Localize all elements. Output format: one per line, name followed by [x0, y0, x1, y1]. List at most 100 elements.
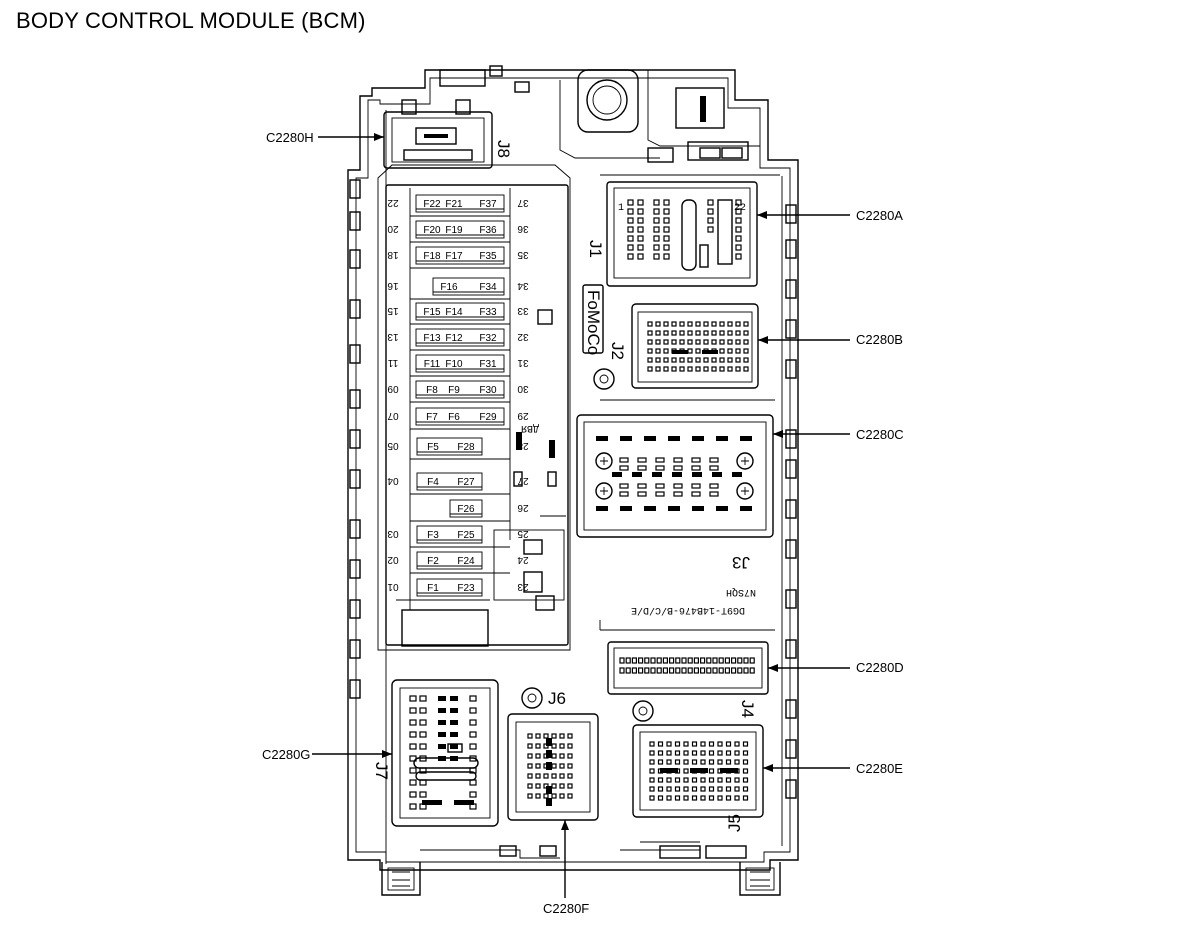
fuse-position-left: 18: [387, 249, 399, 260]
fuse-label: F23: [457, 583, 475, 594]
fuse-label: F17: [445, 251, 463, 262]
terminal-pin: [655, 357, 661, 363]
terminal-pin: [663, 217, 670, 224]
terminal-pin: [652, 472, 662, 477]
terminal-pin: [596, 506, 608, 511]
terminal-pin: [409, 779, 417, 786]
terminal-pin: [717, 741, 723, 747]
terminal-pin: [691, 465, 701, 471]
terminal-pin: [637, 457, 647, 463]
terminal-pin: [691, 795, 698, 801]
terminal-pin: [668, 667, 675, 674]
fuse-label: F32: [479, 333, 497, 344]
terminal-pin: [734, 777, 740, 783]
terminal-pin: [660, 768, 678, 773]
terminal-pin: [551, 793, 557, 799]
terminal-pin: [409, 731, 417, 738]
terminal-pin: [673, 457, 683, 463]
terminal-pin: [700, 741, 706, 747]
terminal-pin: [703, 339, 709, 345]
part-number-marking: DG9T-14B476-B/C/D/E: [631, 604, 745, 616]
fuse-slot: [416, 551, 483, 570]
terminal-pin: [707, 199, 714, 206]
terminal-pin: [730, 667, 737, 674]
fuse-position-left: 04: [387, 475, 399, 486]
terminal-pin: [708, 777, 715, 783]
terminal-pin: [619, 657, 625, 664]
terminal-pin: [637, 657, 644, 664]
terminal-pin: [637, 235, 644, 242]
terminal-pin: [692, 436, 704, 441]
terminal-pin: [637, 491, 647, 497]
terminal-pin: [653, 235, 660, 242]
terminal-pin: [637, 667, 644, 674]
terminal-pin: [409, 767, 417, 774]
terminal-pin: [655, 366, 661, 372]
connector-j6: J6: [507, 689, 599, 821]
terminal-pin: [627, 208, 634, 215]
terminal-pin: [419, 779, 427, 786]
terminal-pin: [619, 667, 625, 674]
terminal-pin: [675, 657, 681, 664]
callout-c2280d: C2280D: [856, 660, 904, 675]
terminal-pin: [732, 472, 742, 477]
terminal-pin: [671, 330, 677, 336]
terminal-pin: [559, 783, 565, 789]
terminal-pin: [703, 330, 709, 336]
terminal-pin: [469, 695, 477, 702]
fuse-position-left: 03: [387, 528, 399, 539]
terminal-pin: [727, 366, 733, 372]
terminal-pin: [673, 465, 683, 471]
fuse-position-right: 36: [517, 223, 529, 234]
terminal-pin: [663, 330, 669, 336]
callout-c2280g: C2280G: [262, 747, 310, 762]
terminal-pin: [743, 339, 749, 345]
fuse-slot: [416, 525, 483, 544]
terminal-pin: [637, 217, 644, 224]
terminal-pin: [527, 793, 533, 799]
terminal-pin: [637, 253, 644, 260]
terminal-pin: [527, 773, 533, 779]
terminal-pin: [683, 777, 689, 783]
terminal-pin: [668, 436, 680, 441]
terminal-pin: [690, 768, 708, 773]
terminal-pin: [743, 366, 749, 372]
terminal-pin: [700, 795, 706, 801]
terminal-pin: [644, 436, 656, 441]
terminal-pin: [725, 741, 732, 747]
terminal-pin: [734, 795, 740, 801]
terminal-pin: [709, 491, 719, 497]
terminal-pin: [717, 786, 723, 792]
terminal-pin: [707, 226, 714, 233]
terminal-pin: [695, 330, 701, 336]
terminal-pin: [668, 657, 675, 664]
fuse-label: F2: [427, 556, 439, 567]
terminal-pin: [671, 321, 677, 327]
fuse-label: F3: [427, 530, 439, 541]
fuse-label: F34: [479, 282, 497, 293]
terminal-pin: [454, 800, 474, 805]
svg-text:1: 1: [618, 203, 624, 214]
terminal-pin: [663, 366, 669, 372]
terminal-pin: [559, 753, 565, 759]
terminal-pin: [674, 795, 681, 801]
fuse-slot: [416, 472, 483, 491]
terminal-pin: [706, 657, 712, 664]
fuse-label: F22: [423, 199, 441, 210]
fuse-position-left: 07: [387, 410, 399, 421]
terminal-pin: [735, 348, 741, 354]
terminal-pin: [649, 750, 655, 756]
fuse-position-left: 02: [387, 554, 399, 565]
terminal-pin: [620, 506, 632, 511]
terminal-pin: [644, 667, 650, 674]
terminal-pin: [655, 321, 661, 327]
fuse-position-right: 25: [517, 528, 529, 539]
fuse-label: F26: [457, 504, 475, 515]
terminal-pin: [717, 759, 723, 765]
terminal-pin: [675, 667, 681, 674]
terminal-pin: [711, 321, 717, 327]
terminal-pin: [567, 763, 573, 769]
